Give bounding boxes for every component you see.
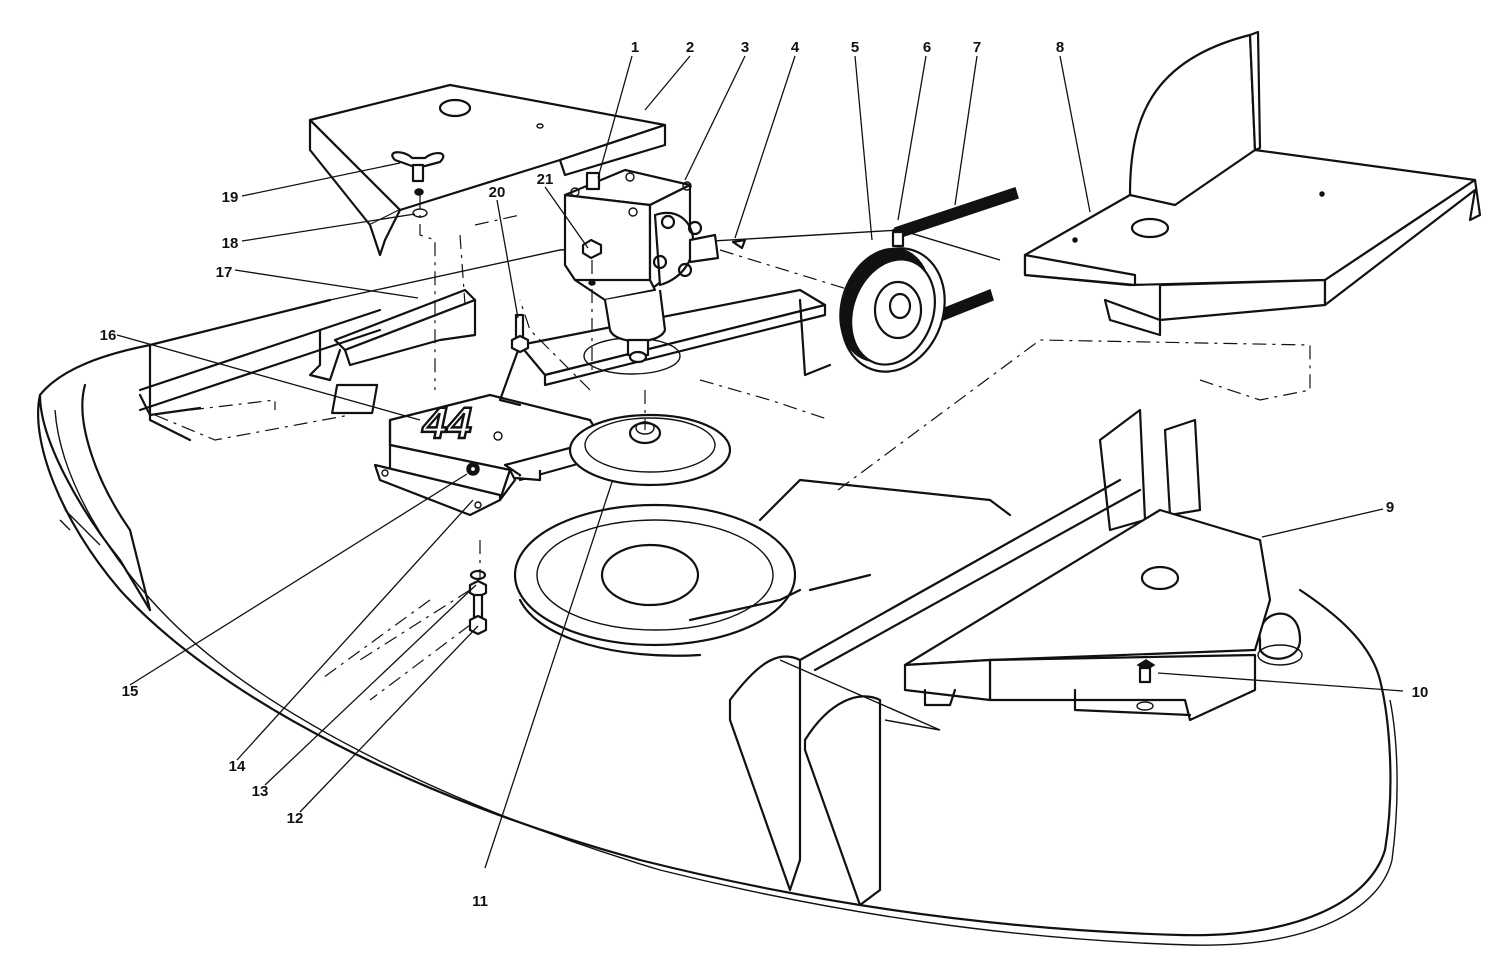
callout-19: 19 <box>222 189 239 206</box>
deflector-bracket-17 <box>138 288 477 441</box>
callout-2: 2 <box>686 39 694 56</box>
pulley-housing: 44 <box>331 383 612 517</box>
callout-17: 17 <box>216 264 233 281</box>
callout-1: 1 <box>631 39 639 56</box>
callout-15: 15 <box>122 683 139 700</box>
callout-9: 9 <box>1386 499 1394 516</box>
callout-8: 8 <box>1056 39 1064 56</box>
discharge-chute-8 <box>1023 30 1482 337</box>
callout-10: 10 <box>1412 684 1429 701</box>
callout-13: 13 <box>252 783 269 800</box>
bolt-20 <box>510 313 530 354</box>
drive-pulley-5 <box>839 226 946 373</box>
callout-16: 16 <box>100 327 117 344</box>
key-4 <box>731 238 747 250</box>
callout-12: 12 <box>287 810 304 827</box>
callout-20: 20 <box>489 184 506 201</box>
hardware-stack <box>468 569 488 636</box>
top-cover-2 <box>308 83 667 257</box>
callout-11: 11 <box>472 893 488 910</box>
nut-21 <box>581 238 603 286</box>
gearbox-3 <box>563 168 720 364</box>
belt-cover-9 <box>903 508 1272 722</box>
spindle-pulley-11 <box>568 413 732 487</box>
leader-lines <box>116 55 1404 869</box>
model-plate-44: 44 <box>418 399 477 447</box>
gearbox-mount-plate <box>498 288 832 407</box>
callout-5: 5 <box>851 39 859 56</box>
callout-7: 7 <box>973 39 981 56</box>
callout-4: 4 <box>791 39 800 56</box>
callout-labels: 1 2 3 4 5 6 7 8 9 10 11 12 13 14 15 16 1… <box>100 39 1429 910</box>
callout-14: 14 <box>229 758 246 775</box>
callout-3: 3 <box>741 39 749 56</box>
wing-nut-19 <box>391 151 445 196</box>
callout-6: 6 <box>923 39 931 56</box>
mower-deck <box>37 229 1398 946</box>
assembly-lines <box>319 195 1311 701</box>
callout-21: 21 <box>537 171 554 188</box>
callout-18: 18 <box>222 235 239 252</box>
